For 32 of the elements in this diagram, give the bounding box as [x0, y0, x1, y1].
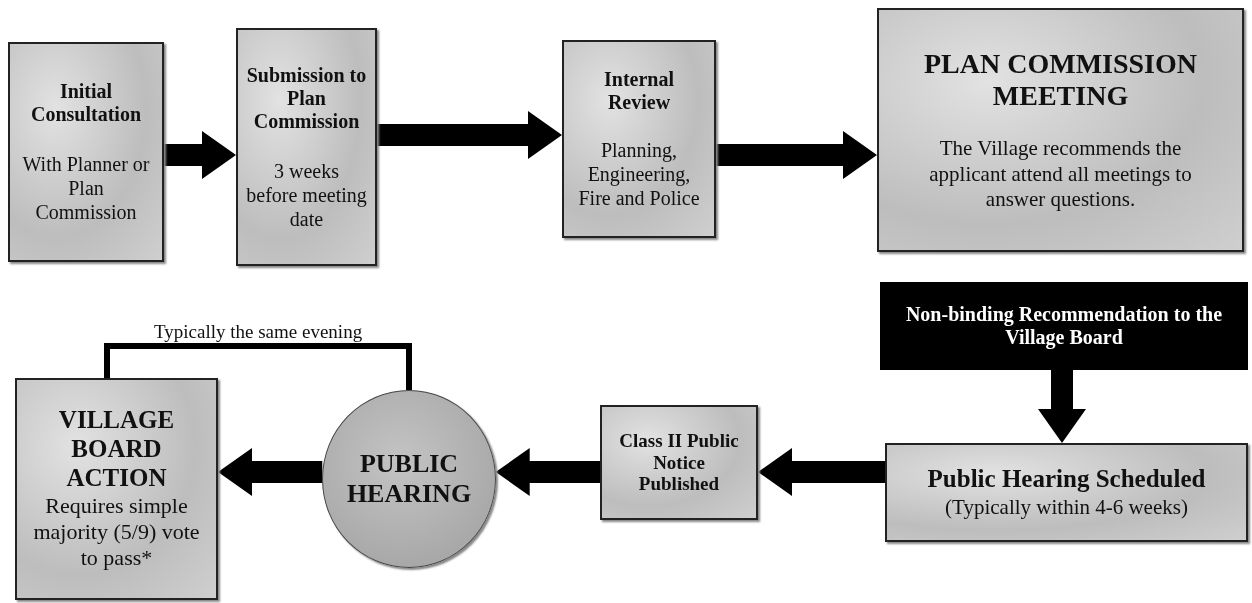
process-box [885, 443, 1248, 542]
node-text: With Planner or Plan Commission [21, 152, 151, 224]
node-text: 3 weeks before meeting date [246, 158, 367, 231]
node-text: Planning, Engineering, Fire and Police [577, 138, 701, 210]
block-arrow [1038, 370, 1086, 443]
process-box [562, 40, 716, 238]
node-text: The Village recommends the applicant attend all meetings to answer questions. [928, 136, 1193, 212]
edge-label: Typically the same evening [153, 321, 364, 343]
node-title: VILLAGE BOARD ACTION [57, 406, 176, 493]
block-arrow [495, 448, 600, 496]
node-text: (Typically within 4-6 weeks) [945, 495, 1188, 521]
node-title: PLAN COMMISSION MEETING [923, 48, 1198, 113]
process-box [15, 378, 218, 600]
block-arrow [218, 448, 323, 496]
node-title: Submission to Plan Commission [246, 63, 367, 133]
node-title: PUBLIC HEARING [345, 449, 473, 509]
node-title: Public Hearing Scheduled [927, 464, 1206, 494]
connector-line [104, 343, 412, 390]
node-title: Internal Review [603, 68, 675, 114]
process-box [8, 42, 164, 262]
process-box [236, 28, 377, 266]
node-title: Non-binding Recommendation to the Village Board [904, 303, 1224, 349]
block-arrow [758, 448, 885, 496]
block-arrow [164, 131, 236, 179]
process-box [600, 405, 758, 520]
block-arrow [716, 131, 877, 179]
node-text: Requires simple majority (5/9) vote to pass* [32, 492, 201, 572]
process-box [877, 8, 1244, 252]
block-arrow [377, 111, 562, 159]
process-box [880, 282, 1248, 370]
node-title: Class II Public Notice Published [618, 429, 740, 496]
node-title: Initial Consultation [30, 80, 142, 126]
